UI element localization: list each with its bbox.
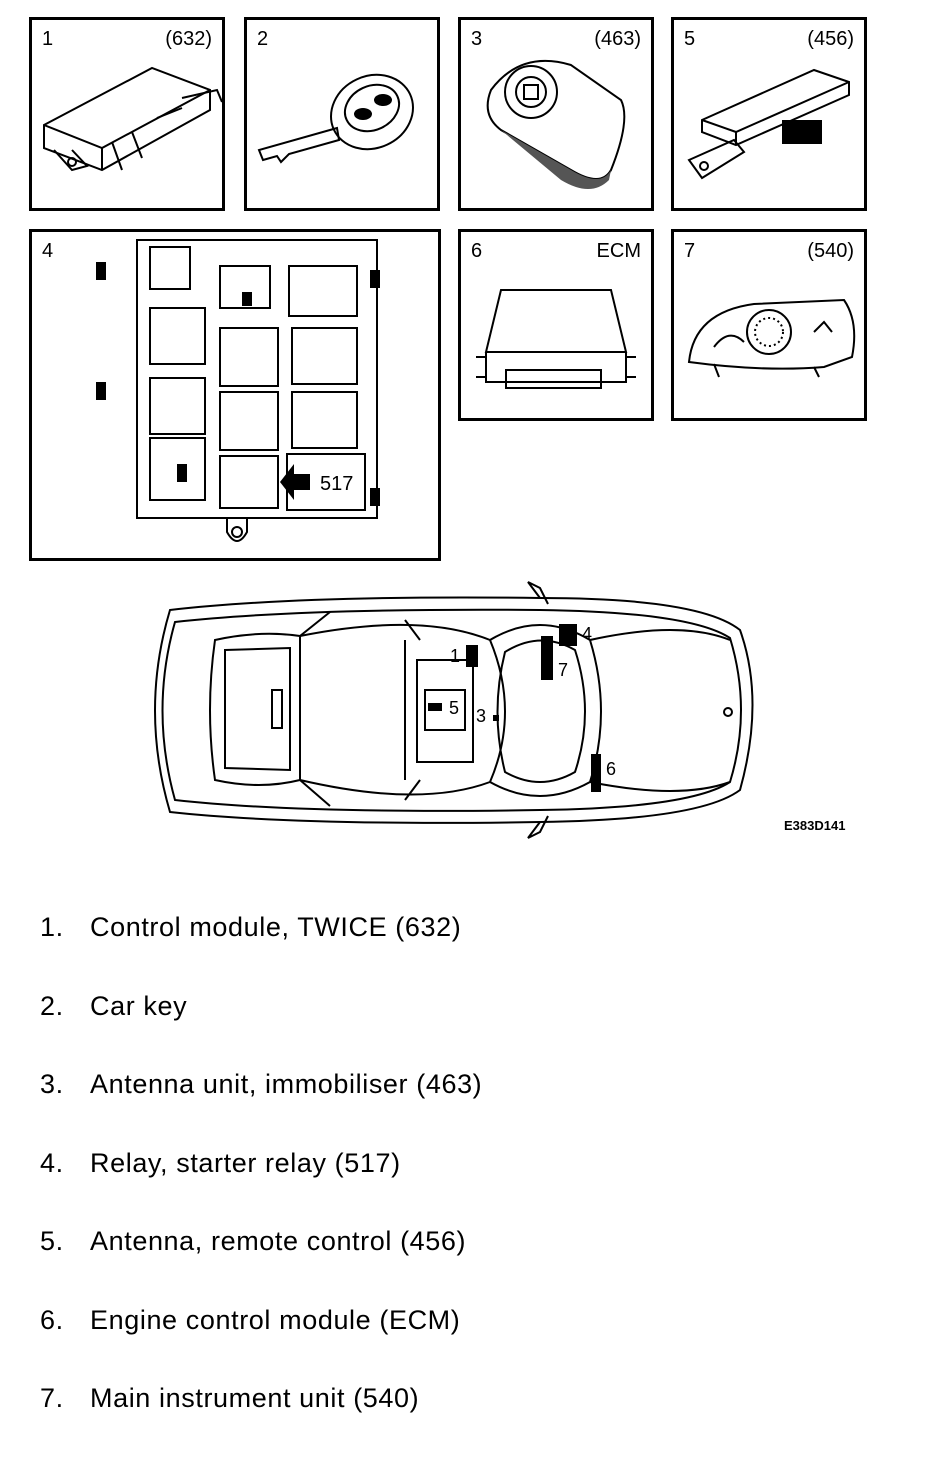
panel-antenna-unit: 3 (463) [458, 17, 654, 211]
car-key-drawing [257, 73, 414, 164]
legend-index: 1. [40, 912, 64, 942]
legend-item: 5. Antenna, remote control (456) [40, 1226, 482, 1305]
legend-text: Car key [90, 990, 188, 1021]
car-marker-5: 5 [449, 698, 459, 718]
figure-code: E383D141 [784, 818, 846, 833]
car-marker-4: 4 [582, 624, 592, 644]
legend-item: 3. Antenna unit, immobiliser (463) [40, 1069, 482, 1148]
panel-instrument-unit: 7 (540) [671, 229, 867, 421]
panel-number: 3 [471, 28, 483, 50]
panel-code: ECM [596, 240, 641, 262]
panel-code: (463) [594, 28, 641, 50]
antenna-unit-drawing [486, 59, 626, 189]
ecm-drawing [476, 289, 636, 389]
panel-car-key: 2 [244, 17, 440, 211]
panel-number: 1 [42, 28, 54, 50]
legend-text: Antenna, remote control (456) [90, 1226, 467, 1256]
legend-index: 6. [40, 1304, 64, 1335]
legend-index: 5. [40, 1226, 64, 1256]
antenna-remote-drawing [687, 68, 850, 180]
panel-number: 7 [684, 240, 696, 262]
legend-item: 6. Engine control module (ECM) [40, 1305, 482, 1384]
relay-box-drawing: 517 [96, 239, 380, 542]
legend-index: 2. [40, 990, 64, 1021]
legend-item: 1. Control module, TWICE (632) [40, 912, 482, 991]
relay-517-label: 517 [320, 473, 353, 495]
car-marker-7: 7 [558, 660, 568, 680]
panel-ecm: 6 ECM [458, 229, 654, 421]
panel-control-module: 1 (632) [29, 17, 225, 211]
car-marker-1: 1 [450, 646, 460, 666]
panel-number: 6 [471, 240, 483, 262]
legend-text: Control module, TWICE (632) [90, 912, 462, 942]
panel-relay-box: 4 517 [29, 229, 441, 561]
legend-item: 4. Relay, starter relay (517) [40, 1148, 482, 1227]
legend-text: Relay, starter relay (517) [90, 1147, 401, 1178]
control-module-drawing [43, 66, 222, 172]
legend-index: 4. [40, 1147, 64, 1178]
panel-code: (632) [165, 28, 212, 50]
legend-index: 3. [40, 1069, 64, 1099]
legend-list: 1.Control module, TWICE (632) 2.Car key … [40, 912, 482, 1462]
panel-code: (540) [807, 240, 854, 262]
car-marker-6: 6 [606, 759, 616, 779]
car-top-view: 1 5 3 4 7 6 [154, 581, 754, 839]
legend-item: 7. Main instrument unit (540) [40, 1383, 482, 1462]
legend-text: Antenna unit, immobiliser (463) [90, 1069, 483, 1099]
car-outline [154, 581, 754, 839]
instrument-unit-drawing [687, 298, 856, 378]
legend-index: 7. [40, 1383, 64, 1413]
panel-number: 5 [684, 28, 696, 50]
panel-number: 4 [42, 240, 54, 262]
legend-text: Engine control module (ECM) [90, 1304, 461, 1335]
legend-item: 2. Car key [40, 991, 482, 1070]
panel-number: 2 [257, 28, 269, 50]
panel-code: (456) [807, 28, 854, 50]
legend-text: Main instrument unit (540) [90, 1383, 420, 1413]
car-marker-3: 3 [476, 706, 486, 726]
panel-antenna-remote: 5 (456) [671, 17, 867, 211]
